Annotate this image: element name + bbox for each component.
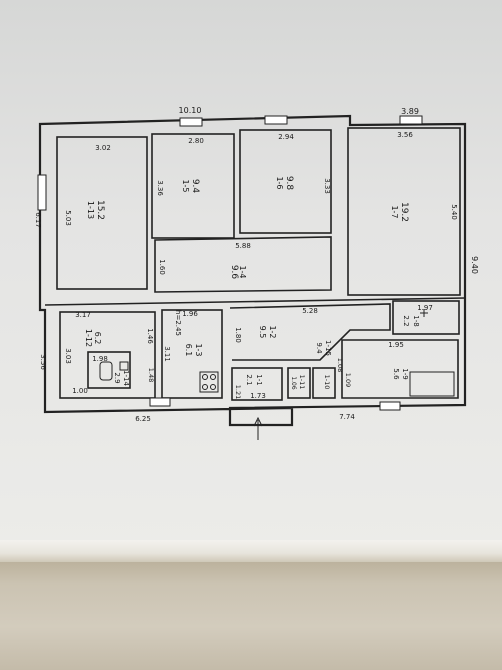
room-1-13-h: 5.03: [64, 210, 72, 226]
room-1-3-id: 1-3: [194, 343, 203, 356]
room-1-6-area: 9.8: [284, 176, 294, 191]
room-1-13-area: 15.2: [95, 200, 105, 220]
dim-top-left: 10.10: [179, 106, 202, 115]
room-1-4-h: 1.60: [158, 259, 166, 275]
room-1-12-area: 6.2: [93, 332, 102, 345]
ceiling-height: h=2.45: [174, 310, 182, 336]
room-1-3-area: 6.1: [184, 344, 193, 357]
table-surface: [0, 562, 502, 670]
room-1-8-w: 1.97: [417, 304, 433, 312]
room-1-2-h: 1.80: [234, 327, 242, 343]
room-1-15-id: 1-15: [324, 340, 332, 356]
dim-left: 6.17: [34, 212, 42, 228]
room-1-7-area: 19.2: [399, 202, 409, 222]
room-1-12-w: 3.17: [75, 311, 91, 319]
room-1-10-id: 1-10: [323, 375, 331, 390]
room-1-9-w: 1.95: [388, 341, 404, 349]
room-1-1-area: 2.1: [245, 374, 253, 385]
overall-dimensions: 10.10 3.89 6.17 9.40 3.56 6.25 7.74: [34, 106, 479, 423]
room-1-12-h: 3.03: [64, 348, 72, 364]
dim-1-48: 1.48: [147, 368, 155, 382]
dim-1-00: 1.00: [72, 387, 88, 395]
room-1-5-h: 3.36: [156, 180, 164, 196]
dim-bottom-left-w: 6.25: [135, 415, 151, 423]
fixtures: [99, 309, 455, 440]
dim-1-06: 1.06: [290, 376, 297, 390]
room-1-4-w: 5.88: [235, 242, 251, 250]
room-1-6-h: 3.33: [323, 178, 331, 194]
room-1-3-h: 3.11: [163, 346, 171, 362]
room-1-4-area: 9.6: [229, 265, 239, 280]
room-1-14-id: 1-14: [122, 370, 130, 386]
room-1-2-w: 5.28: [302, 307, 318, 315]
room-1-8-id: 1-8: [412, 315, 420, 326]
room-1-14-area: 2.9: [113, 372, 121, 383]
room-1-1-w: 1.73: [250, 392, 266, 400]
extra-labels: h=2.45 1.46 1.48 1.00 1.21 1.09 1.08 1.0…: [72, 310, 352, 399]
room-1-5-w: 2.80: [188, 137, 204, 145]
room-1-4-id: 1-4: [238, 265, 247, 278]
dim-bottom-right-w: 7.74: [339, 413, 355, 421]
room-1-6-w: 2.94: [278, 133, 294, 141]
floor-plan: 10.10 3.89 6.17 9.40 3.56 6.25 7.74 3.02…: [34, 106, 479, 440]
room-1-3-w: 1.96: [182, 310, 198, 318]
room-1-6-id: 1-6: [275, 176, 284, 189]
room-1-11-id: 1-11: [298, 375, 306, 390]
room-1-9-area: 5.6: [392, 368, 400, 380]
room-1-1-id: 1-1: [255, 374, 263, 385]
outer-walls: [38, 114, 467, 427]
room-1-7-id: 1-7: [390, 205, 399, 218]
room-labels: 3.02 5.03 1-13 15.2 2.80 3.36 1-5 9.4 2.…: [64, 131, 458, 400]
room-1-14-w: 1.98: [92, 355, 108, 363]
inner-walls: [44, 127, 466, 401]
dim-bottom-left-h: 3.56: [39, 354, 47, 370]
room-1-15-area: 9.4: [315, 342, 323, 354]
dim-1-09: 1.09: [344, 373, 352, 387]
room-1-13-id: 1-13: [86, 201, 95, 219]
room-1-5-id: 1-5: [181, 179, 190, 192]
room-1-7-w: 3.56: [397, 131, 413, 139]
dim-right: 9.40: [470, 256, 479, 274]
dim-1-21: 1.21: [234, 385, 242, 399]
room-1-5-area: 9.4: [190, 179, 200, 194]
room-1-12-id: 1-12: [84, 329, 93, 347]
room-1-8-area: 2.2: [402, 315, 410, 326]
dim-top-right: 3.89: [401, 107, 419, 116]
dim-1-46: 1.46: [146, 328, 154, 344]
windows: [37, 115, 423, 411]
room-1-2-area: 9.5: [258, 326, 267, 339]
paper-sheet: [0, 0, 502, 552]
room-1-7-h: 5.40: [450, 204, 458, 220]
dim-1-08: 1.08: [336, 358, 344, 372]
room-1-2-id: 1-2: [268, 325, 277, 338]
room-1-9-id: 1-9: [401, 368, 409, 379]
room-1-13-w: 3.02: [95, 144, 111, 152]
paper-fold: [0, 540, 502, 562]
